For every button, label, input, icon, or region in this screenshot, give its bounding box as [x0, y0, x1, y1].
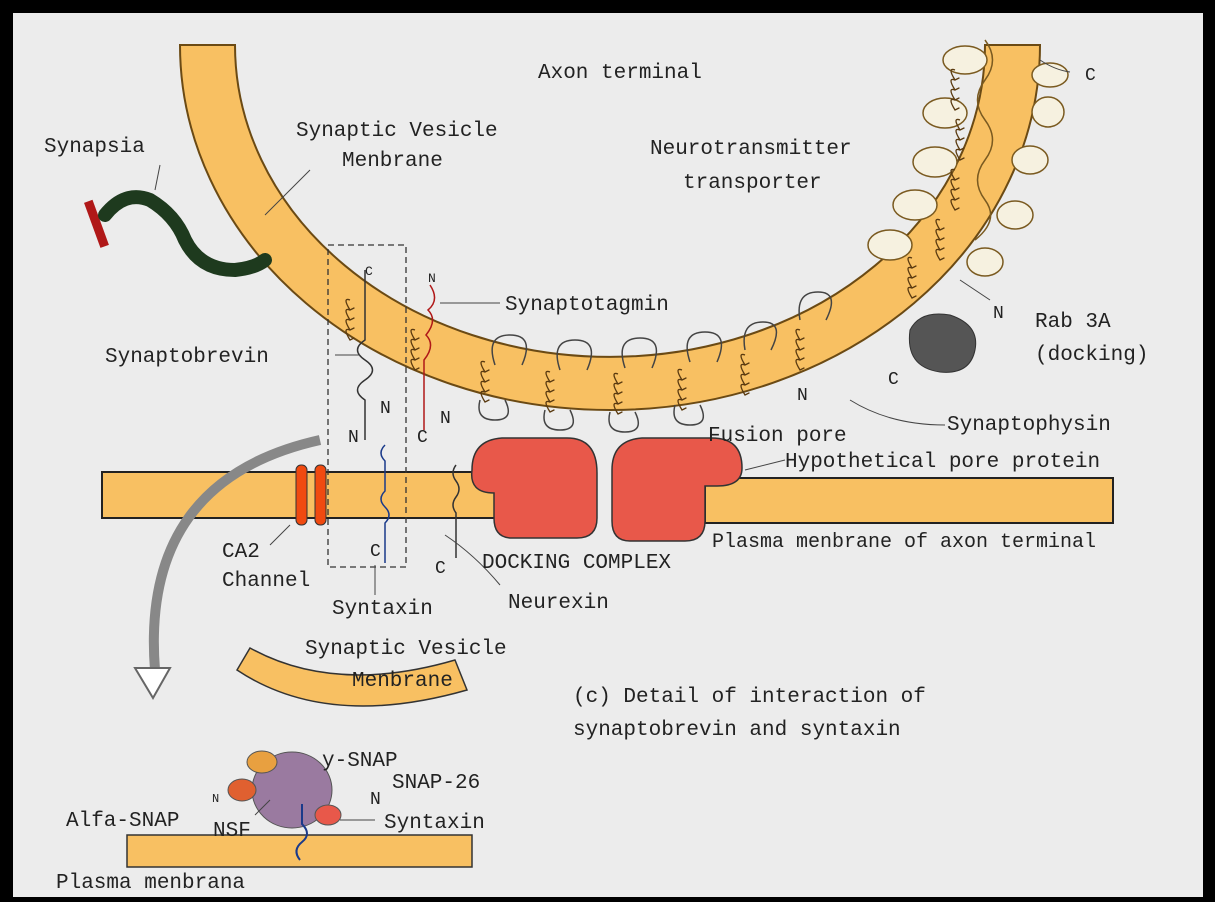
terminus-n: N [348, 428, 359, 448]
snap26-blob [315, 805, 341, 825]
label-synaptotagmin: Synaptotagmin [505, 294, 669, 317]
label-synapsia: Synapsia [44, 136, 145, 159]
label-fusion-pore: Fusion pore [708, 425, 847, 448]
terminus-n: N [428, 271, 436, 286]
terminus-n: N [797, 386, 808, 406]
terminus-c: C [435, 559, 446, 579]
terminus-c: C [1085, 66, 1096, 86]
label-detail-vesicle-2: Menbrane [352, 670, 453, 693]
terminus-c: C [417, 428, 428, 448]
rab3a-blob [909, 314, 975, 372]
label-nsf: NSF [213, 820, 251, 843]
label-synaptic-vesicle-1: Synaptic Vesicle [296, 120, 498, 143]
detail-plasma-membrane [127, 835, 472, 867]
label-detail-caption-2: synaptobrevin and syntaxin [573, 719, 901, 742]
label-ca2-2: Channel [222, 570, 310, 593]
label-neurexin: Neurexin [508, 592, 609, 615]
alfa-snap-blob [228, 779, 256, 801]
label-alfa-snap: Alfa-SNAP [66, 810, 179, 833]
label-syntaxin: Syntaxin [332, 598, 433, 621]
ca2-channel-right [315, 465, 326, 525]
label-synaptophysin: Synaptophysin [947, 414, 1111, 437]
label-synaptobrevin: Synaptobrevin [105, 346, 269, 369]
label-neurotransmitter-2: transporter [683, 172, 822, 195]
label-ca2-1: CA2 [222, 541, 260, 564]
label-rab3a-2: (docking) [1035, 344, 1148, 367]
label-plasma-membrane: Plasma menbrane of axon terminal [712, 531, 1096, 554]
label-docking-complex: DOCKING COMPLEX [482, 552, 671, 575]
terminus-c: C [888, 370, 899, 390]
plasma-membrane-right [705, 478, 1113, 523]
terminus-c: C [370, 542, 381, 562]
label-hypothetical-pore: Hypothetical pore protein [785, 451, 1100, 474]
label-axon-terminal: Axon terminal [538, 62, 702, 85]
ca2-channel-left [296, 465, 307, 525]
label-snap-26: SNAP-26 [392, 772, 480, 795]
terminus-n: N [212, 792, 219, 806]
label-detail-caption-1: (c) Detail of interaction of [573, 686, 926, 709]
terminus-n: N [993, 304, 1004, 324]
terminus-c: C [365, 264, 373, 279]
label-detail-vesicle-1: Synaptic Vesicle [305, 638, 507, 661]
label-y-snap: y-SNAP [322, 750, 398, 773]
label-synaptic-vesicle-2: Menbrane [342, 150, 443, 173]
terminus-n: N [370, 790, 381, 810]
terminus-n: N [380, 399, 391, 419]
label-neurotransmitter-1: Neurotransmitter [650, 138, 852, 161]
terminus-n: N [440, 409, 451, 429]
y-snap-blob [247, 751, 277, 773]
label-detail-syntaxin: Syntaxin [384, 812, 485, 835]
label-plasma-membrana: Plasma menbrana [56, 872, 245, 895]
label-rab3a-1: Rab 3A [1035, 311, 1111, 334]
